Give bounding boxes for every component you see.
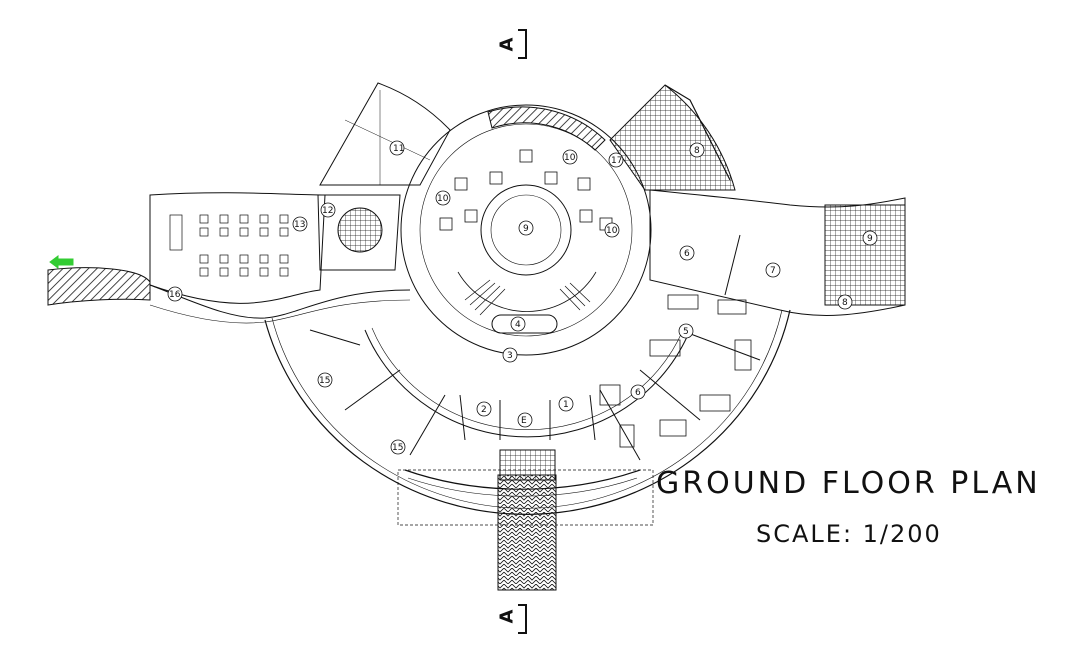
central-hall-outer [400,104,652,356]
room-number: 10 [437,194,449,204]
plan-title: GROUND FLOOR PLAN [656,466,1041,501]
inner-ring-wall [364,329,691,438]
room-number: 15 [392,443,403,453]
entry-path-left [47,267,151,306]
room-12 [317,194,401,271]
section-marker-top: A [496,37,518,52]
core-ring [480,184,572,276]
room-number: 13 [294,220,305,230]
room-number: E [521,416,527,426]
room-number: 17 [611,156,622,166]
room-number: 6 [684,249,690,259]
wedge-room-hatched [609,84,736,191]
plan-scale: SCALE: 1/200 [756,520,942,548]
entrance-walkway [497,474,557,591]
room-number: 16 [169,290,181,300]
east-wing-grid-room [824,204,906,306]
east-wing [649,189,906,316]
central-hall-inner [419,123,633,337]
room-number: 4 [515,320,521,330]
room-number: 9 [523,224,529,234]
room-labels [167,140,878,455]
room-number: 3 [507,351,513,361]
room-number: 10 [606,226,618,236]
room-number: 7 [770,266,776,276]
wedge-room-11 [319,82,451,186]
room-number: 10 [564,153,576,163]
section-marker-bottom: A [496,609,518,624]
room-number: 8 [842,298,848,308]
room-number: 12 [322,206,333,216]
entry-arrow-icon [49,255,74,269]
room-number: 8 [694,146,700,156]
room-number: 2 [481,405,487,415]
room-number: 9 [867,234,873,244]
room-number: 15 [319,376,330,386]
hatched-wall-top [487,106,606,151]
room-number: 6 [635,388,641,398]
feature-pool [337,207,383,253]
room-number: 11 [393,144,404,154]
west-corridor [149,192,326,304]
room-number: 1 [563,400,569,410]
room-number: 5 [683,327,689,337]
